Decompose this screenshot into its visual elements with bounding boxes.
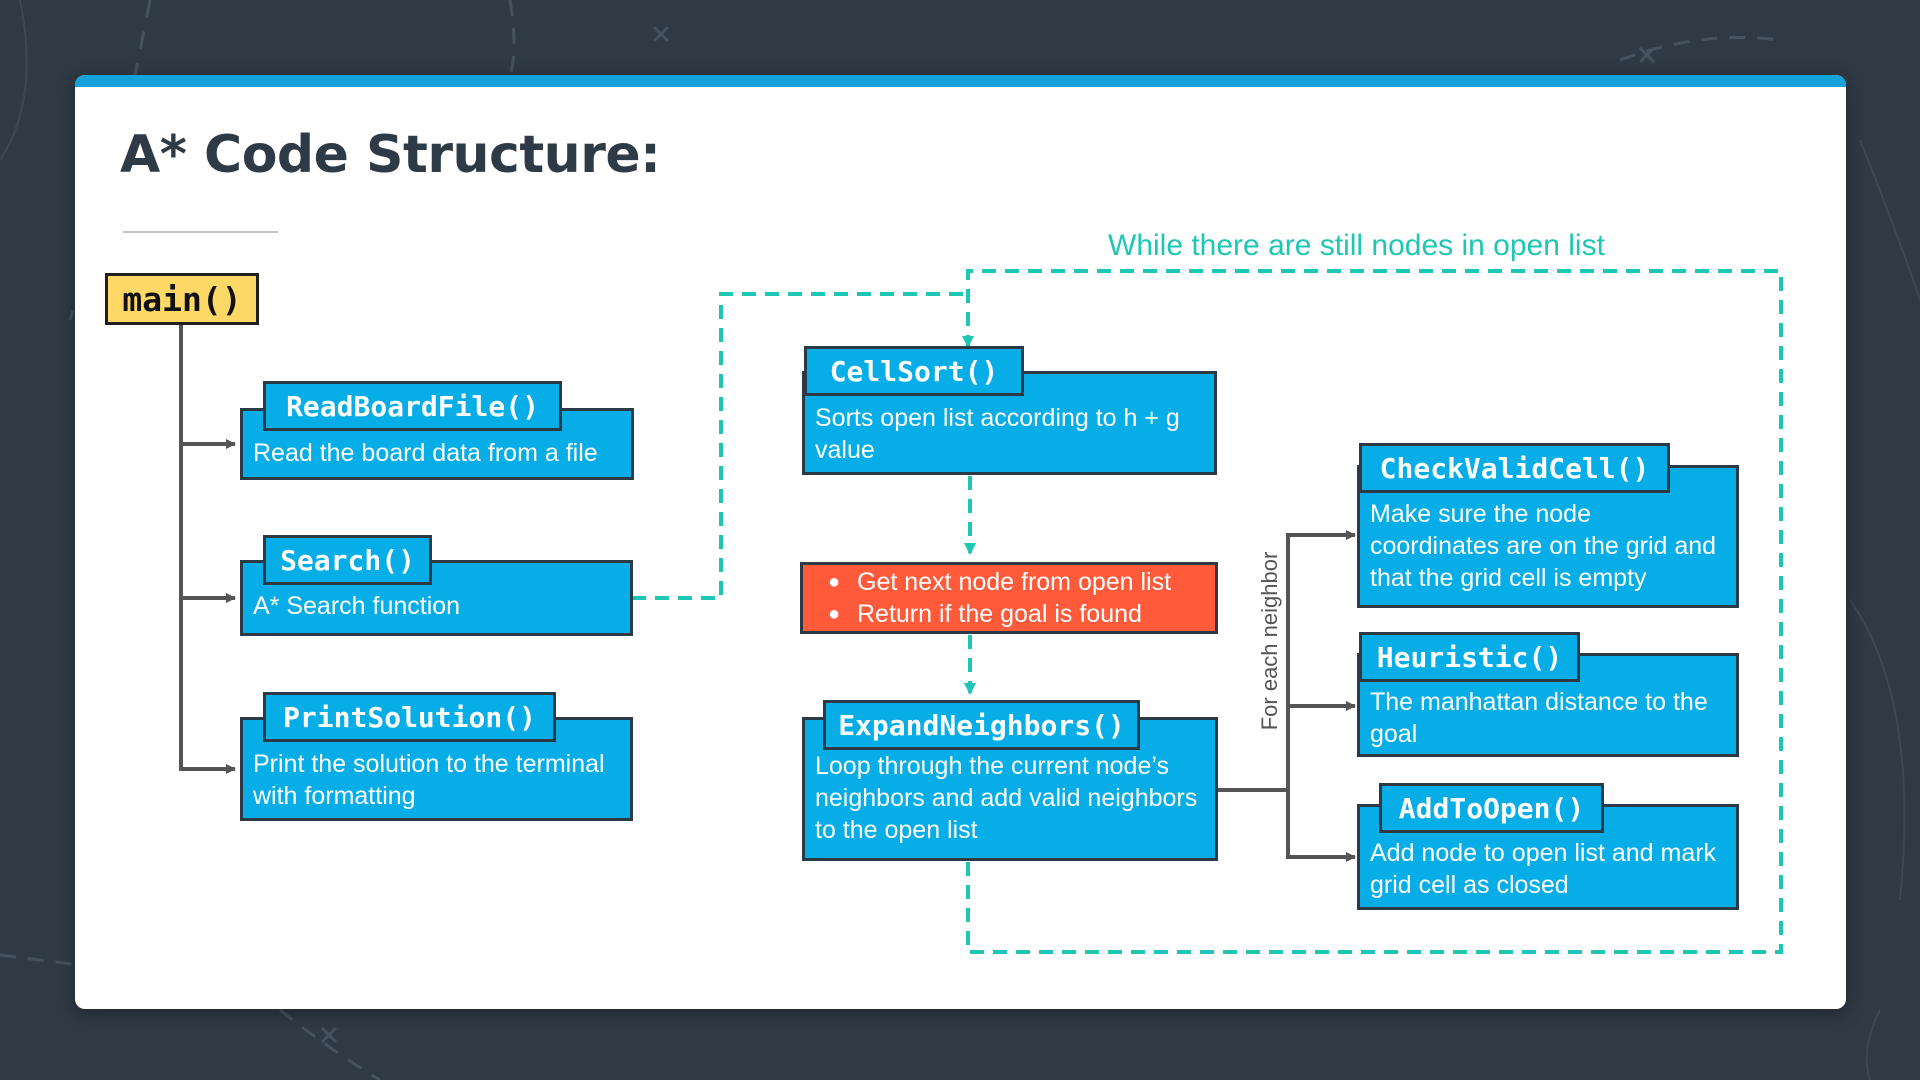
- expandneighbors-label: ExpandNeighbors(): [823, 700, 1140, 750]
- heuristic-desc: The manhattan distance to the goal: [1370, 688, 1708, 748]
- bg-dashed-curve: [1619, 36, 1781, 62]
- bg-curve: [0, 0, 28, 161]
- bg-curve: [1865, 1009, 1881, 1080]
- bg-dashed-curve: [279, 1008, 381, 1080]
- neighbor-fanout-lines: [1218, 530, 1356, 862]
- accent-bar: [75, 75, 1846, 87]
- checkvalidcell-label: CheckValidCell(): [1359, 443, 1670, 493]
- printsolution-label: PrintSolution(): [263, 692, 556, 742]
- slide-card: A* Code Structure:: [75, 75, 1846, 1009]
- for-each-neighbor-label: For each neighbor: [1257, 551, 1282, 731]
- loop-lines: [632, 269, 1783, 954]
- bg-curve: [1859, 139, 1920, 301]
- cellsort-label: CellSort(): [804, 346, 1024, 396]
- step-item: ●Return if the goal is found: [827, 600, 1142, 628]
- checkvalidcell-desc: Make sure the node coordinates are on th…: [1370, 500, 1717, 592]
- loop-return-line: [966, 269, 1783, 954]
- readboardfile-desc: Read the board data from a file: [253, 439, 598, 467]
- expandneighbors-desc: Loop through the current node’s neighbor…: [815, 752, 1198, 844]
- diagram-connectors: [179, 269, 1783, 954]
- bg-x-mark: [320, 25, 1656, 1044]
- bg-curve: [1849, 599, 1906, 901]
- search-to-loop-line: [632, 292, 968, 600]
- printsolution-desc: Print the solution to the terminal with …: [253, 750, 605, 810]
- cellsort-desc: Sorts open list according to h + g value: [815, 404, 1180, 464]
- addtoopen-label: AddToOpen(): [1379, 783, 1604, 833]
- addtoopen-desc: Add node to open list and mark grid cell…: [1370, 839, 1717, 899]
- bg-dashed-curve: [0, 953, 81, 967]
- next-node-step-box: ●Get next node from open list ●Return if…: [800, 562, 1218, 634]
- main-tree-lines: [179, 323, 236, 774]
- main-function-box: main(): [105, 273, 259, 325]
- checkvalidcell-box: Make sure the node coordinates are on th…: [1357, 465, 1739, 608]
- heuristic-label: Heuristic(): [1359, 632, 1580, 682]
- search-label: Search(): [263, 535, 432, 585]
- slide-title: A* Code Structure:: [120, 125, 661, 185]
- loop-label: While there are still nodes in open list: [1108, 229, 1605, 262]
- search-desc: A* Search function: [253, 592, 461, 620]
- readboardfile-label: ReadBoardFile(): [263, 381, 562, 431]
- title-underline: [123, 231, 278, 233]
- step-item: ●Get next node from open list: [827, 568, 1172, 596]
